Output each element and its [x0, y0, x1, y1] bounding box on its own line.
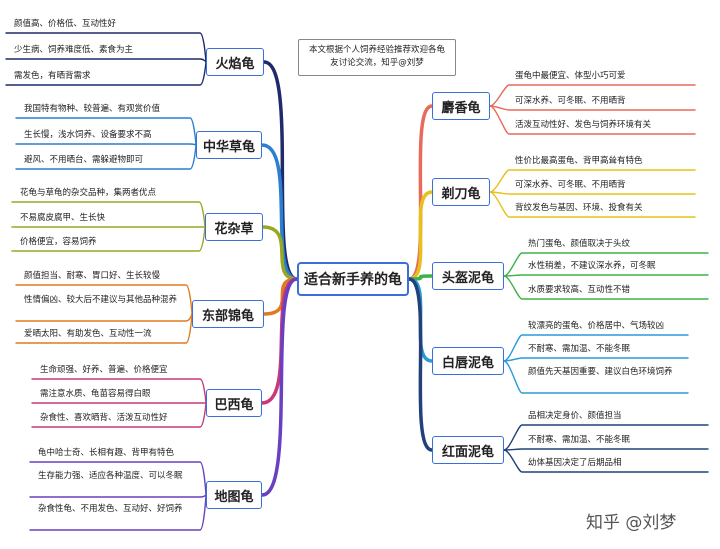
turtle-node-baichun: 白唇泥龟	[432, 347, 504, 375]
feature-leaf: 生长慢，浅水饲养、设备要求不高	[24, 130, 152, 140]
feature-leaf: 避风、不用晒台、需躲避物即可	[24, 155, 144, 165]
connector-line	[503, 252, 709, 277]
connector-line	[260, 277, 299, 405]
connector-line	[29, 461, 207, 496]
connector-line	[262, 60, 299, 281]
connector-line	[503, 275, 709, 300]
connector-line	[15, 313, 193, 344]
feature-leaf: 生存能力强、适应各种温度、可以冬眠	[38, 471, 183, 481]
turtle-node-ditu: 地图龟	[206, 481, 262, 509]
feature-leaf: 可深水养、可冬眠、不用晒背	[515, 96, 626, 106]
connector-line	[29, 494, 207, 498]
feature-leaf: 热门蛋龟、颜值取决于头纹	[528, 239, 631, 249]
feature-leaf: 蛋龟中最便宜、体型小巧可爱	[515, 71, 626, 81]
connector-line	[11, 201, 206, 228]
connector-line	[5, 58, 207, 63]
connector-line	[15, 117, 197, 146]
feature-leaf: 可深水养、可冬眠、不用晒背	[515, 180, 626, 190]
feature-leaf: 需发色，有晒背需求	[14, 71, 91, 81]
connector-line	[503, 448, 709, 451]
feature-leaf: 性价比最高蛋龟、背甲高耸有特色	[515, 156, 643, 166]
connector-line	[489, 105, 696, 135]
connector-line	[503, 449, 709, 473]
connector-line	[15, 313, 193, 322]
feature-leaf: 品相决定身价、颜值担当	[528, 411, 622, 421]
connector-line	[407, 277, 434, 452]
turtle-node-shexiang: 麝香龟	[432, 92, 490, 120]
connector-line	[260, 143, 299, 281]
feature-leaf: 水质要求较高、互动性不错	[528, 285, 631, 295]
connector-line	[260, 277, 299, 497]
connector-line	[489, 191, 696, 195]
feature-leaf: 颜值先天基因重要、建议白色环境饲养	[528, 367, 673, 377]
feature-leaf: 少生病、饲养难度低、素食为主	[14, 45, 134, 55]
connector-line	[489, 169, 696, 193]
connector-line	[489, 105, 696, 111]
connector-line	[261, 225, 299, 281]
feature-leaf: 杂食性龟、不用发色、互动好、好饲养	[38, 504, 183, 514]
feature-leaf: 不耐寒、需加温、不能冬眠	[528, 344, 631, 354]
feature-leaf: 不易腐皮腐甲、生长快	[20, 213, 106, 223]
feature-leaf: 较漂亮的蛋龟、价格居中、气场较凶	[528, 321, 665, 331]
connector-line	[31, 402, 207, 428]
feature-leaf: 需注意水质、龟苗容易得白眼	[40, 389, 151, 399]
connector-line	[503, 360, 689, 394]
turtle-node-huaza: 花杂草	[205, 213, 263, 241]
turtle-node-tiedao: 剃刀龟	[432, 178, 490, 206]
connector-line	[503, 357, 689, 362]
feature-leaf: 我国特有物种、较普遍、有观赏价值	[24, 104, 161, 114]
feature-leaf: 水性稍差，不建议深水养，可冬眠	[528, 261, 656, 271]
feature-leaf: 不耐寒、需加温、不能冬眠	[528, 435, 631, 445]
turtle-node-zhonghua: 中华草龟	[196, 131, 262, 159]
connector-line	[31, 378, 207, 404]
turtle-node-baxi: 巴西龟	[206, 389, 262, 417]
connector-line	[5, 61, 207, 86]
turtle-node-toukui: 头盔泥龟	[432, 262, 504, 290]
connector-line	[11, 226, 206, 252]
feature-leaf: 价格便宜，容易饲养	[20, 237, 97, 247]
feature-leaf: 幼体基因决定了后期品相	[528, 458, 622, 468]
connector-line	[15, 143, 197, 146]
connector-line	[15, 284, 193, 315]
connector-line	[503, 274, 709, 277]
turtle-node-hongmian: 红面泥龟	[432, 436, 504, 464]
author-note: 本文根据个人饲养经验推荐欢迎各龟 友讨论交流，知乎@刘梦	[298, 39, 456, 76]
connector-line	[407, 190, 434, 281]
feature-leaf: 花龟与草龟的杂交品种，集两者优点	[20, 188, 157, 198]
feature-leaf: 爱晒太阳、有助发色、互动性一流	[24, 329, 152, 339]
turtle-node-dongbu: 东部锦龟	[192, 300, 264, 328]
connector-line	[503, 334, 689, 362]
feature-leaf: 龟中哈士奇、长相有趣、背甲有特色	[38, 448, 175, 458]
note-line-1: 本文根据个人饲养经验推荐欢迎各龟	[308, 45, 445, 55]
note-line-2: 友讨论交流，知乎@刘梦	[330, 58, 424, 68]
feature-leaf: 颜值高、价格低、互动性好	[14, 19, 117, 29]
feature-leaf: 性情偏凶、较大后不建议与其他品种混养	[24, 295, 178, 305]
watermark: 知乎 @刘梦	[586, 513, 677, 533]
connector-line	[503, 424, 709, 451]
connector-line	[15, 144, 197, 170]
connector-line	[29, 494, 207, 531]
feature-leaf: 杂食性、喜欢晒背、活泼互动性好	[40, 413, 168, 423]
connector-line	[489, 191, 696, 218]
feature-leaf: 颜值担当、耐寒、胃口好、生长较慢	[24, 271, 161, 281]
feature-leaf: 生命顽强、好养、普遍、价格便宜	[40, 365, 168, 375]
turtle-node-huoyan: 火焰龟	[206, 48, 264, 76]
feature-leaf: 背纹发色与基因、环境、投食有关	[515, 203, 643, 213]
central-topic: 适合新手养的龟	[297, 262, 409, 296]
feature-leaf: 活泼互动性好、发色与饲养环境有关	[515, 120, 652, 130]
connector-line	[489, 84, 696, 107]
